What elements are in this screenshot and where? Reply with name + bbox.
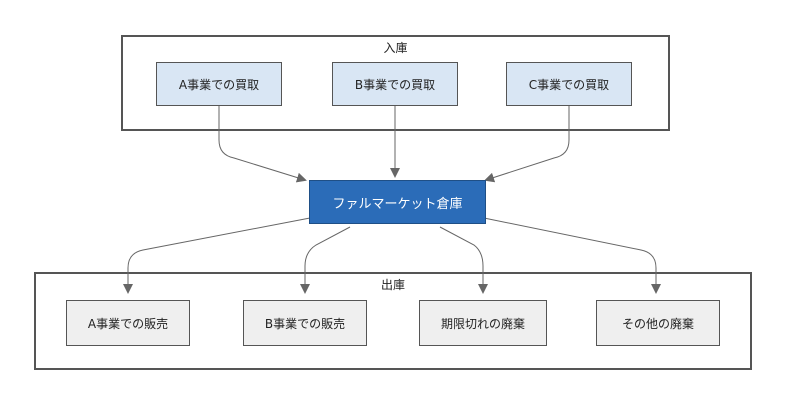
edge-hub-to-outbound-b [300,226,351,294]
outbound-node-c-label: 期限切れの廃棄 [440,316,525,331]
outbound-node-d[interactable]: その他の廃棄 [596,300,720,346]
outbound-node-d-label: その他の廃棄 [621,316,694,331]
outbound-group-title: 出庫 [380,278,405,292]
edge-inbound-c-to-hub [484,106,570,183]
inbound-node-a-label: A事業での買取 [178,77,260,92]
outbound-node-b-label: B事業での販売 [264,316,346,331]
warehouse-hub-node[interactable]: ファルマーケット倉庫 [309,180,486,224]
edge-hub-to-outbound-a [123,217,311,294]
edge-hub-to-outbound-c [439,226,488,294]
edge-inbound-a-to-hub [218,106,307,183]
inbound-node-c-label: C事業での買取 [528,77,610,92]
edge-hub-to-outbound-d [483,217,661,294]
inbound-node-c[interactable]: C事業での買取 [506,62,632,106]
outbound-node-a[interactable]: A事業での販売 [66,300,190,346]
outbound-node-c[interactable]: 期限切れの廃棄 [419,300,547,346]
inbound-node-a[interactable]: A事業での買取 [156,62,282,106]
inbound-node-b-label: B事業での買取 [354,77,436,92]
outbound-node-a-label: A事業での販売 [87,316,169,331]
inbound-group-title: 入庫 [383,41,408,55]
inbound-node-b[interactable]: B事業での買取 [332,62,458,106]
outbound-node-b[interactable]: B事業での販売 [243,300,367,346]
warehouse-hub-label: ファルマーケット倉庫 [332,196,463,212]
